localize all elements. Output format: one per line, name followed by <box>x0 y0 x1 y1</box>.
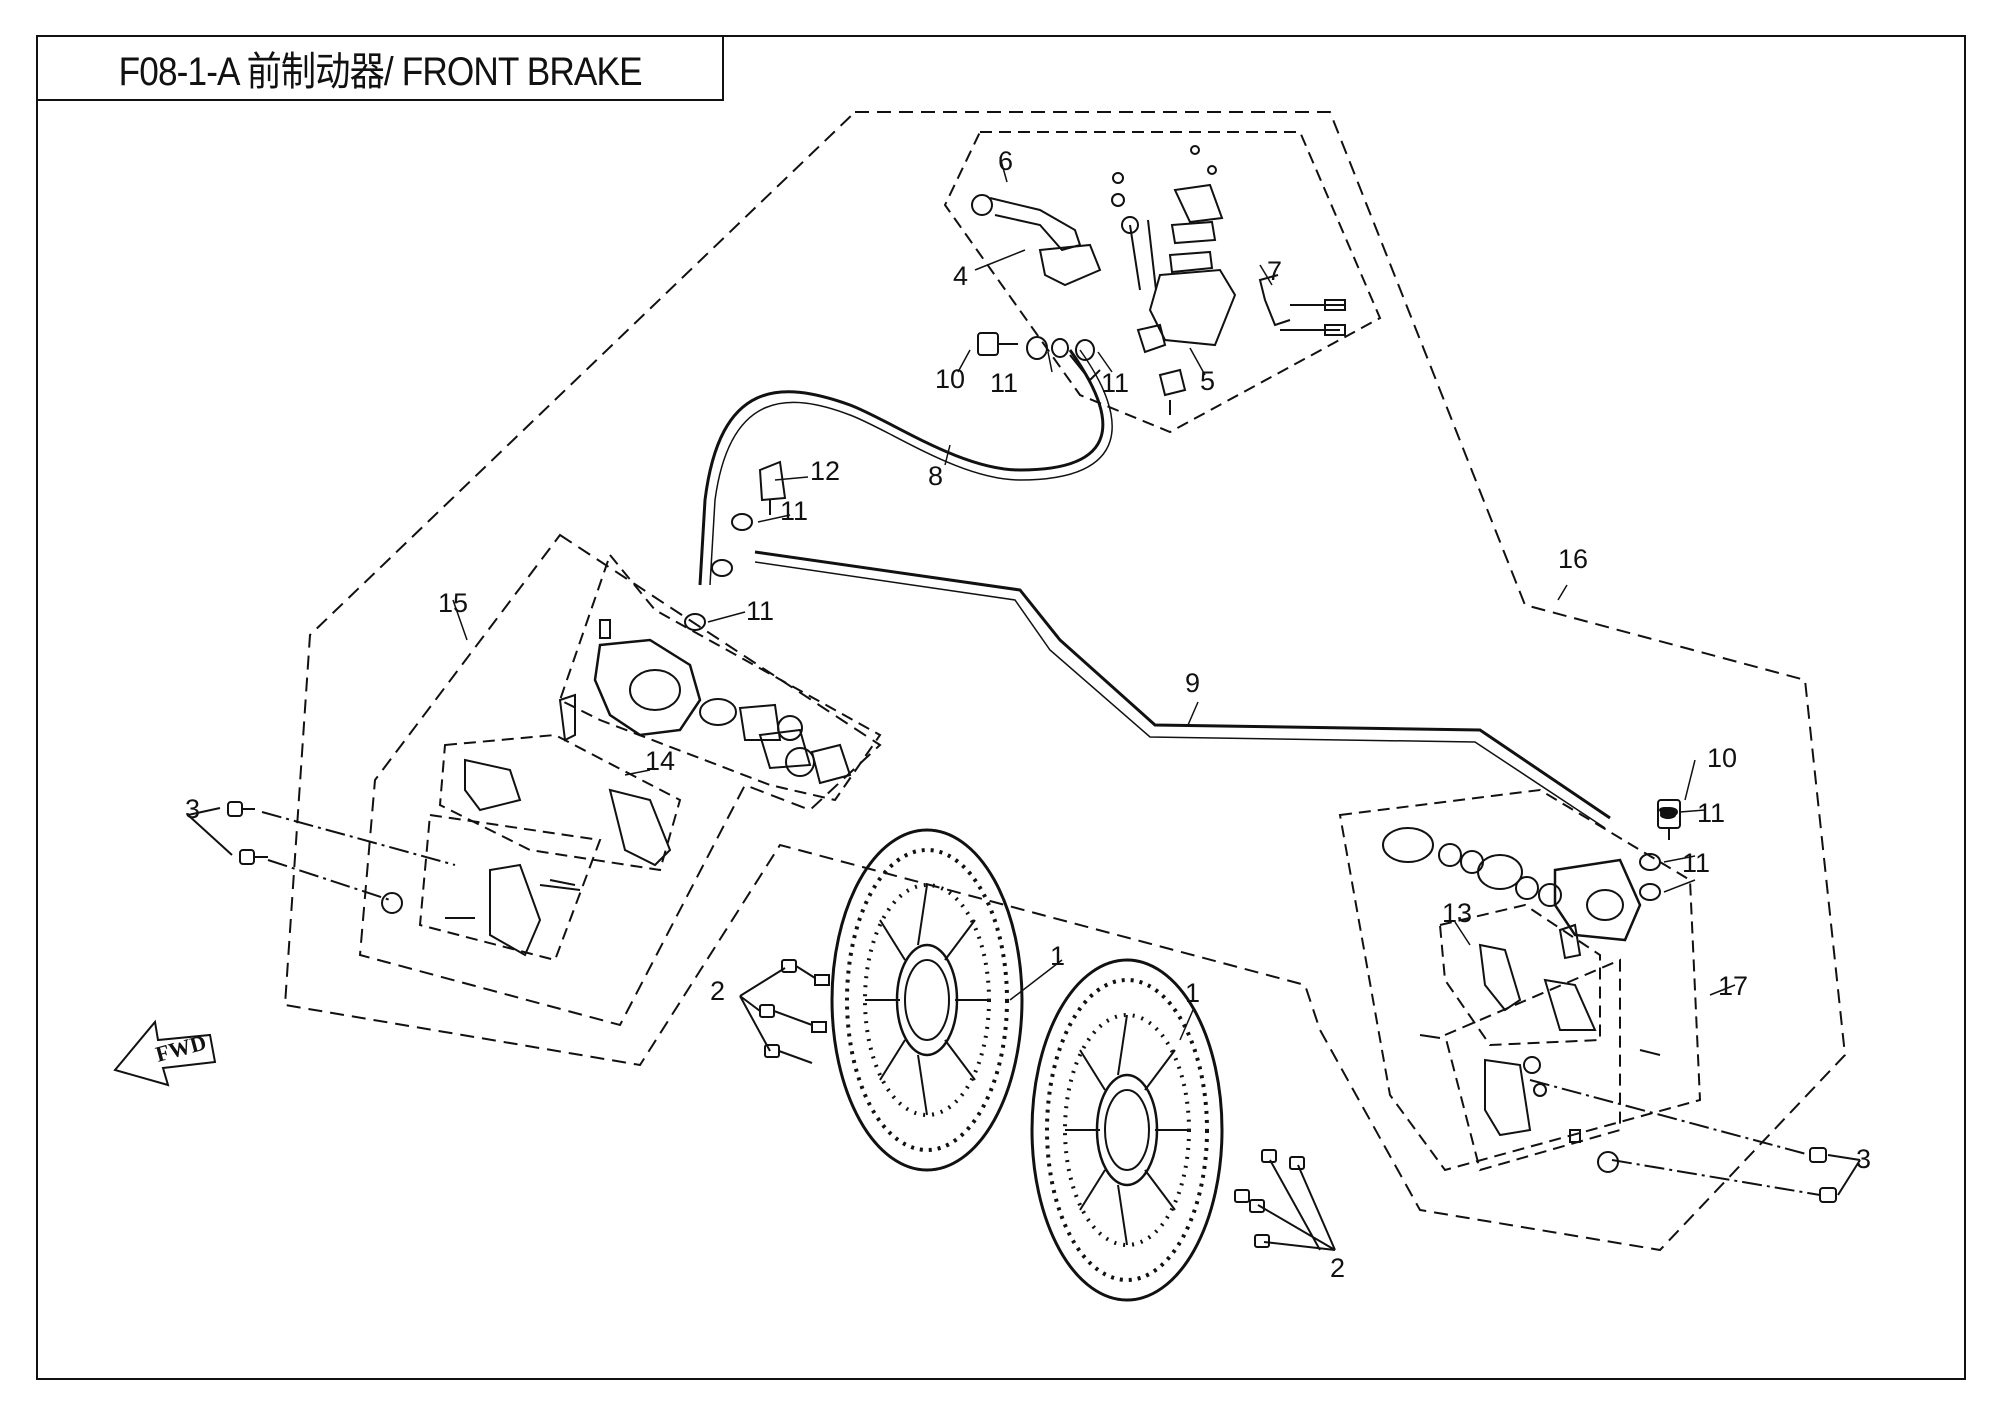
callout-10b: 10 <box>1707 743 1737 773</box>
group-14-outline <box>438 733 682 872</box>
callout-2a: 2 <box>710 976 725 1006</box>
callout-1a: 1 <box>1050 941 1065 971</box>
callout-16: 16 <box>1558 544 1588 574</box>
bracket-left-outline <box>418 813 602 962</box>
callout-10a: 10 <box>935 364 965 394</box>
caliper-left-inner-outline <box>558 552 882 802</box>
callout-1b: 1 <box>1185 978 1200 1008</box>
callout-11a: 11 <box>990 368 1018 398</box>
master-cylinder-outline <box>943 131 1382 434</box>
group-17-outline <box>1338 788 1702 1172</box>
callout-2b: 2 <box>1330 1253 1345 1283</box>
callout-3b: 3 <box>1856 1144 1871 1174</box>
callout-6: 6 <box>998 146 1013 176</box>
caliper-left <box>381 619 852 957</box>
callout-7: 7 <box>1267 256 1282 286</box>
callout-5: 5 <box>1200 366 1215 396</box>
callout-labels: 6 4 7 5 10 11 11 8 12 11 11 9 16 15 14 1… <box>185 146 1871 1283</box>
brake-line-9 <box>754 550 1611 820</box>
callout-leaders <box>452 156 1736 1041</box>
callout-11f: 11 <box>1682 848 1710 878</box>
master-cylinder <box>971 145 1346 415</box>
callout-15: 15 <box>438 588 468 618</box>
callout-11e: 11 <box>1697 798 1725 828</box>
callout-4: 4 <box>953 261 968 291</box>
banjo-top <box>977 332 1101 382</box>
bolt-3-left <box>187 801 456 901</box>
callout-12: 12 <box>810 456 840 486</box>
caliper-right <box>1382 799 1681 1173</box>
title-box: F08-1-A 前制动器/ FRONT BRAKE <box>36 35 724 101</box>
fwd-arrow-icon: FWD <box>113 1019 217 1087</box>
brake-disc-right <box>1030 958 1224 1302</box>
callout-8: 8 <box>928 461 943 491</box>
callout-3a: 3 <box>185 794 200 824</box>
callout-13: 13 <box>1442 898 1472 928</box>
washers-left-junction <box>684 460 787 631</box>
disc-bolts-right <box>1234 1149 1336 1251</box>
disc-bolts-left <box>739 959 830 1064</box>
group-16-outline <box>283 111 1847 1252</box>
group-15-outline <box>358 533 882 1027</box>
callout-9: 9 <box>1185 668 1200 698</box>
callout-11c: 11 <box>780 496 808 526</box>
washers-right <box>1639 807 1676 901</box>
drawing-frame <box>36 35 1966 1380</box>
callout-11b: 11 <box>1101 368 1129 398</box>
callout-11d: 11 <box>746 596 774 626</box>
brake-hose-8 <box>698 349 1105 586</box>
group-13-outline <box>1438 903 1601 1047</box>
page-title: F08-1-A 前制动器/ FRONT BRAKE <box>118 50 642 94</box>
callout-17: 17 <box>1718 971 1748 1001</box>
bolt-3-right <box>1529 1079 1861 1203</box>
bracket-right-outline <box>1443 958 1621 1172</box>
callout-14: 14 <box>645 746 675 776</box>
brake-disc-left <box>830 828 1024 1172</box>
